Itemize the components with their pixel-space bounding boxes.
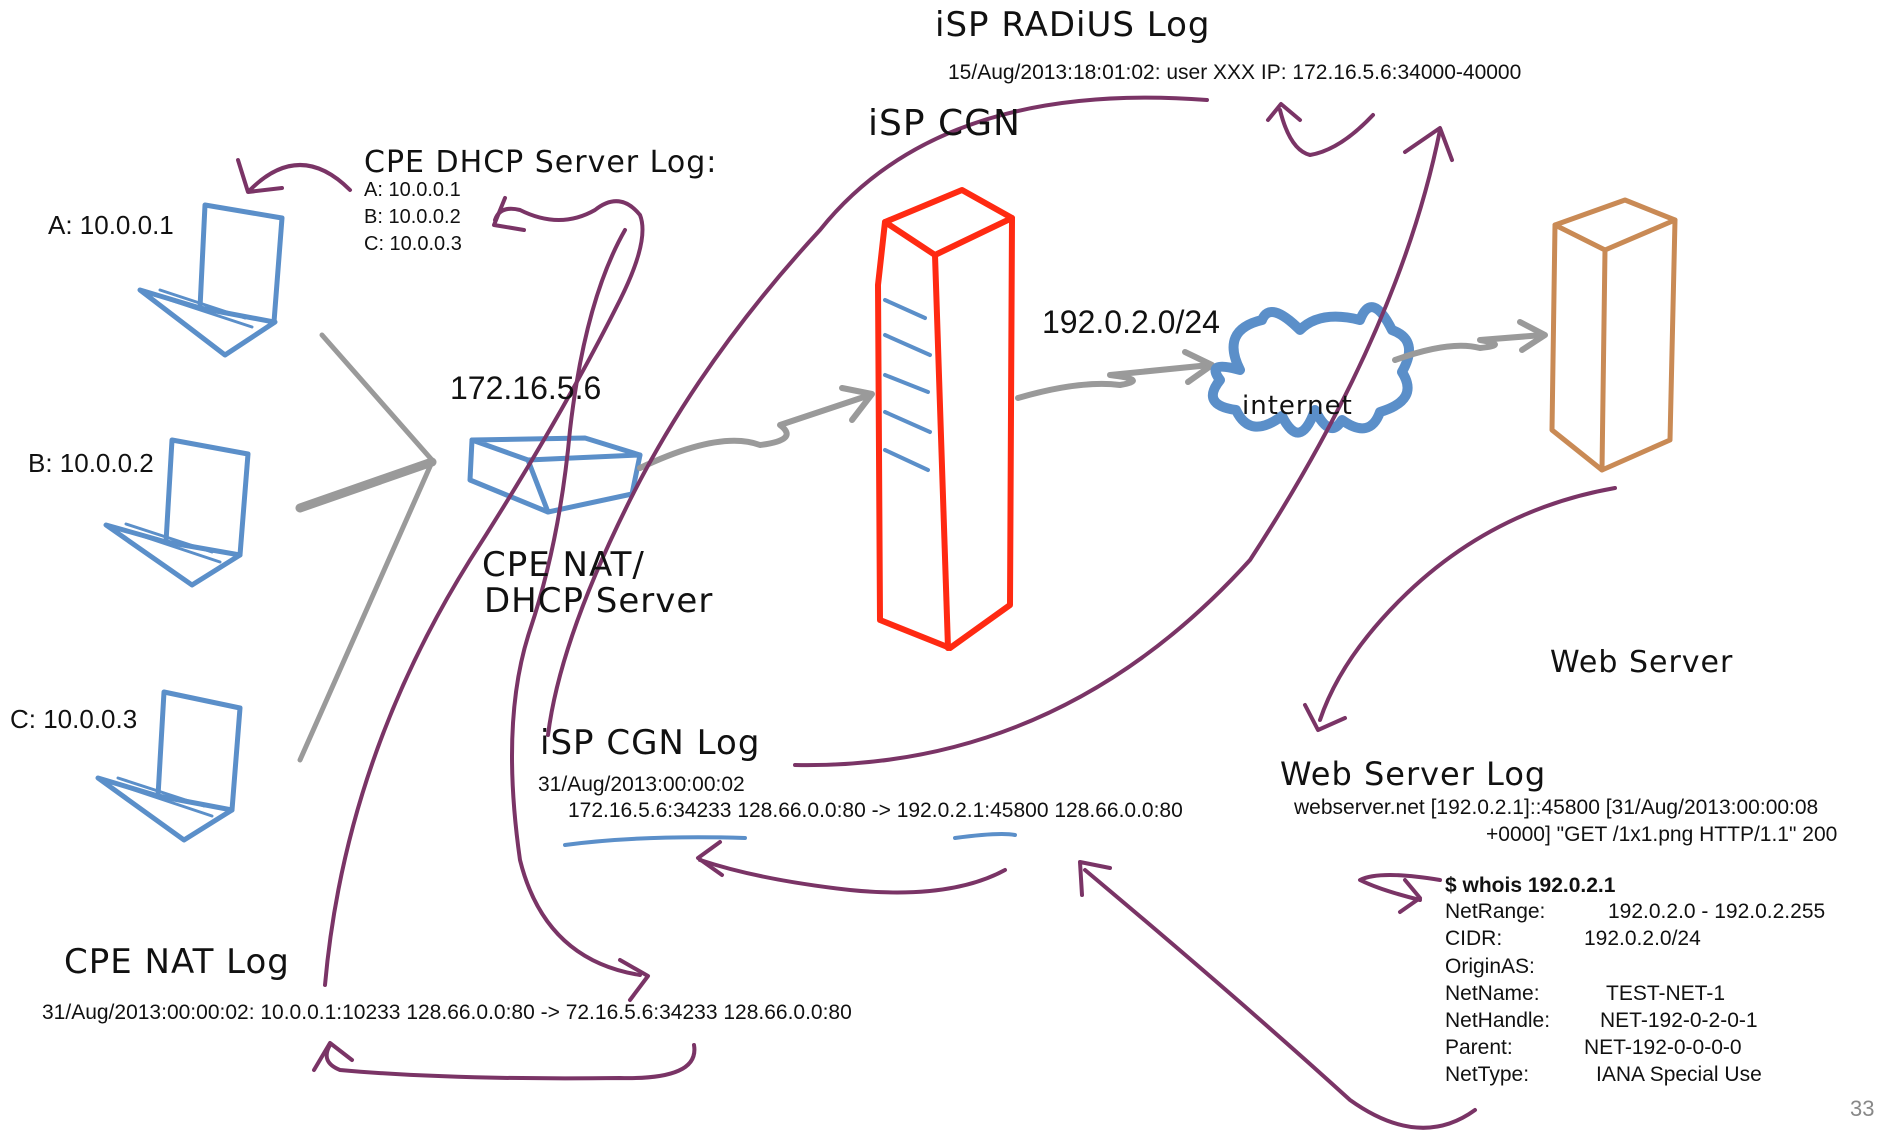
host-b-label: B: 10.0.0.2	[28, 448, 154, 478]
whois-value: TEST-NET-1	[1606, 982, 1726, 1005]
whois-value: NET-192-0-0-0-0	[1584, 1036, 1742, 1059]
isp-cgn-log-line2: 172.16.5.6:34233 128.66.0.0:80 -> 192.0.…	[568, 799, 1183, 822]
cgn-network-label: 192.0.2.0/24	[1042, 304, 1220, 340]
isp-radius-log-line: 15/Aug/2013:18:01:02: user XXX IP: 172.1…	[948, 61, 1522, 84]
laptop-b-icon	[103, 437, 251, 588]
whois-command: $ whois 192.0.2.1	[1445, 874, 1616, 897]
cpe-dhcp-log-line: C: 10.0.0.3	[364, 233, 462, 255]
cpe-nat-log-title: CPE NAT Log	[64, 942, 290, 982]
web-server-log-line1: webserver.net [192.0.2.1]::45800 [31/Aug…	[1294, 796, 1819, 819]
whois-key: NetHandle:	[1445, 1009, 1551, 1032]
laptop-to-cpe-lines	[295, 332, 437, 763]
web-server-label: Web Server	[1550, 645, 1734, 680]
host-c-label: C: 10.0.0.3	[10, 704, 138, 734]
whois-key: Parent:	[1445, 1036, 1513, 1059]
internet-to-webserver-arrow	[1392, 319, 1548, 363]
laptop-a-icon	[137, 202, 285, 358]
whois-key: OriginAS:	[1445, 955, 1535, 978]
web-server-icon	[1549, 197, 1678, 473]
cpe-dhcp-log-title: CPE DHCP Server Log:	[364, 145, 718, 180]
isp-radius-log-title: iSP RADiUS Log	[935, 5, 1211, 45]
laptop-c-icon	[95, 689, 243, 843]
whois-value: NET-192-0-2-0-1	[1600, 1009, 1758, 1032]
web-server-log-title: Web Server Log	[1280, 755, 1547, 793]
cpe-label-line2: DHCP Server	[484, 581, 714, 621]
cpe-label-line1: CPE NAT/	[482, 545, 645, 585]
whois-key: CIDR:	[1445, 927, 1503, 950]
cpe-nat-log-line: 31/Aug/2013:00:00:02: 10.0.0.1:10233 128…	[42, 1001, 852, 1024]
cgn-log-underlines	[563, 832, 1017, 847]
internet-label: internet	[1242, 391, 1353, 421]
cpe-router-icon	[467, 435, 643, 515]
whois-key: NetName:	[1445, 982, 1540, 1005]
whois-key: NetType:	[1445, 1063, 1530, 1086]
isp-cgn-title: iSP CGN	[868, 103, 1021, 144]
host-a-label: A: 10.0.0.1	[48, 210, 174, 240]
cgn-tower-icon	[875, 187, 1015, 651]
cpe-to-cgn-arrow	[637, 385, 875, 471]
whois-value: IANA Special Use	[1596, 1063, 1762, 1086]
whois-key: NetRange:	[1445, 900, 1546, 923]
cgn-to-internet-arrow	[1015, 349, 1215, 401]
cpe-ip-label: 172.16.5.6	[450, 370, 602, 406]
page-number: 33	[1850, 1096, 1875, 1121]
internet-cloud-icon	[1207, 302, 1415, 438]
cpe-dhcp-log-line: B: 10.0.0.2	[364, 206, 461, 228]
whois-value: 192.0.2.0 - 192.0.2.255	[1608, 900, 1826, 923]
cpe-dhcp-log-line: A: 10.0.0.1	[364, 179, 461, 201]
whois-value: 192.0.2.0/24	[1584, 927, 1701, 950]
annotation-arrows	[236, 95, 1617, 1130]
isp-cgn-log-title: iSP CGN Log	[540, 723, 761, 763]
web-server-log-line2: +0000] "GET /1x1.png HTTP/1.1" 200	[1486, 823, 1838, 846]
isp-cgn-log-line1: 31/Aug/2013:00:00:02	[538, 773, 745, 796]
